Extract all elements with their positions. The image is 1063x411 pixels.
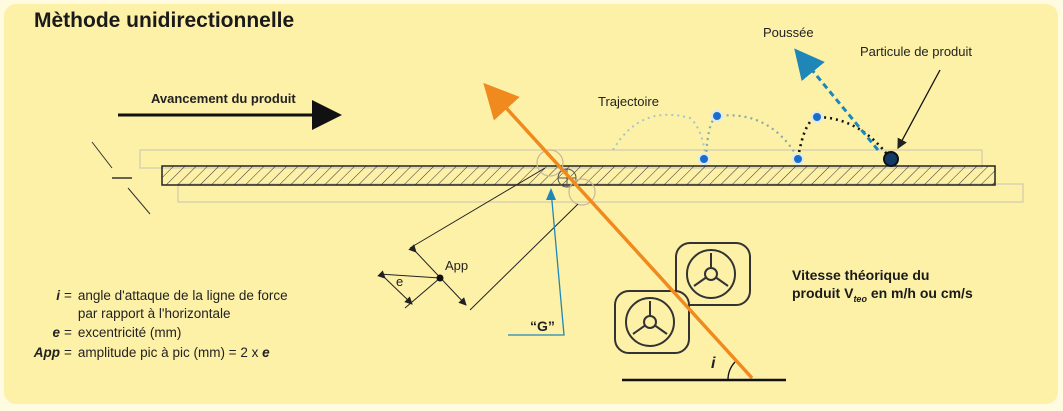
app-center-dot (436, 274, 444, 282)
particle-pointer (897, 69, 941, 150)
legend-row-i-cont: =par rapport à l'horizontale (77, 306, 231, 321)
e-dimension (377, 270, 413, 305)
particle-position-3 (792, 153, 804, 165)
g-label: “G” (530, 318, 555, 334)
speed-label: Vitesse théorique du produit Vteo en m/h… (792, 266, 973, 308)
app-extension-bottom (469, 203, 579, 311)
e-extension-bottom (404, 277, 441, 309)
angle-label: i (711, 355, 716, 372)
amplitude-mark-bottom (127, 187, 151, 215)
vibration-motors (614, 242, 751, 354)
thrust-arrow (794, 48, 880, 151)
g-circle-top (536, 149, 564, 177)
angle-arc (727, 361, 736, 381)
speed-line-2: produit Vteo en m/h ou cm/s (792, 285, 973, 304)
beam-ghost-bottom (177, 183, 1024, 203)
particle-label: Particule de produit (860, 44, 973, 59)
particle-position-4 (811, 111, 823, 123)
amplitude-mark-top (91, 141, 113, 169)
page-title: Mèthode unidirectionnelle (34, 9, 295, 32)
diagram-panel (4, 4, 1058, 404)
particle-position-1 (698, 153, 710, 165)
vibrating-tray (161, 165, 996, 186)
force-line (483, 82, 754, 380)
e-extension-top (379, 273, 441, 279)
app-label: App (445, 258, 469, 273)
particle-position-2 (711, 110, 723, 122)
g-circle-bottom (568, 178, 596, 206)
legend-row-e: e=excentricité (mm) (52, 325, 182, 340)
app-extension-top (409, 167, 546, 249)
trajectory-label: Trajectoire (598, 94, 659, 109)
g-pointer (508, 189, 565, 336)
trajectory-arc-3 (796, 115, 892, 159)
e-label: e (396, 274, 404, 289)
product-particle (883, 151, 899, 167)
speed-line-1: Vitesse théorique du (792, 267, 930, 283)
trajectory-arc-1 (612, 113, 707, 159)
thrust-label: Poussée (763, 25, 814, 40)
legend-row-i: i=angle d'attaque de la ligne de force (56, 288, 288, 303)
legend-row-app: App=amplitude pic à pic (mm) = 2 x e (33, 345, 270, 360)
advance-label: Avancement du produit (151, 91, 296, 106)
trajectory-arc-2 (704, 114, 799, 159)
